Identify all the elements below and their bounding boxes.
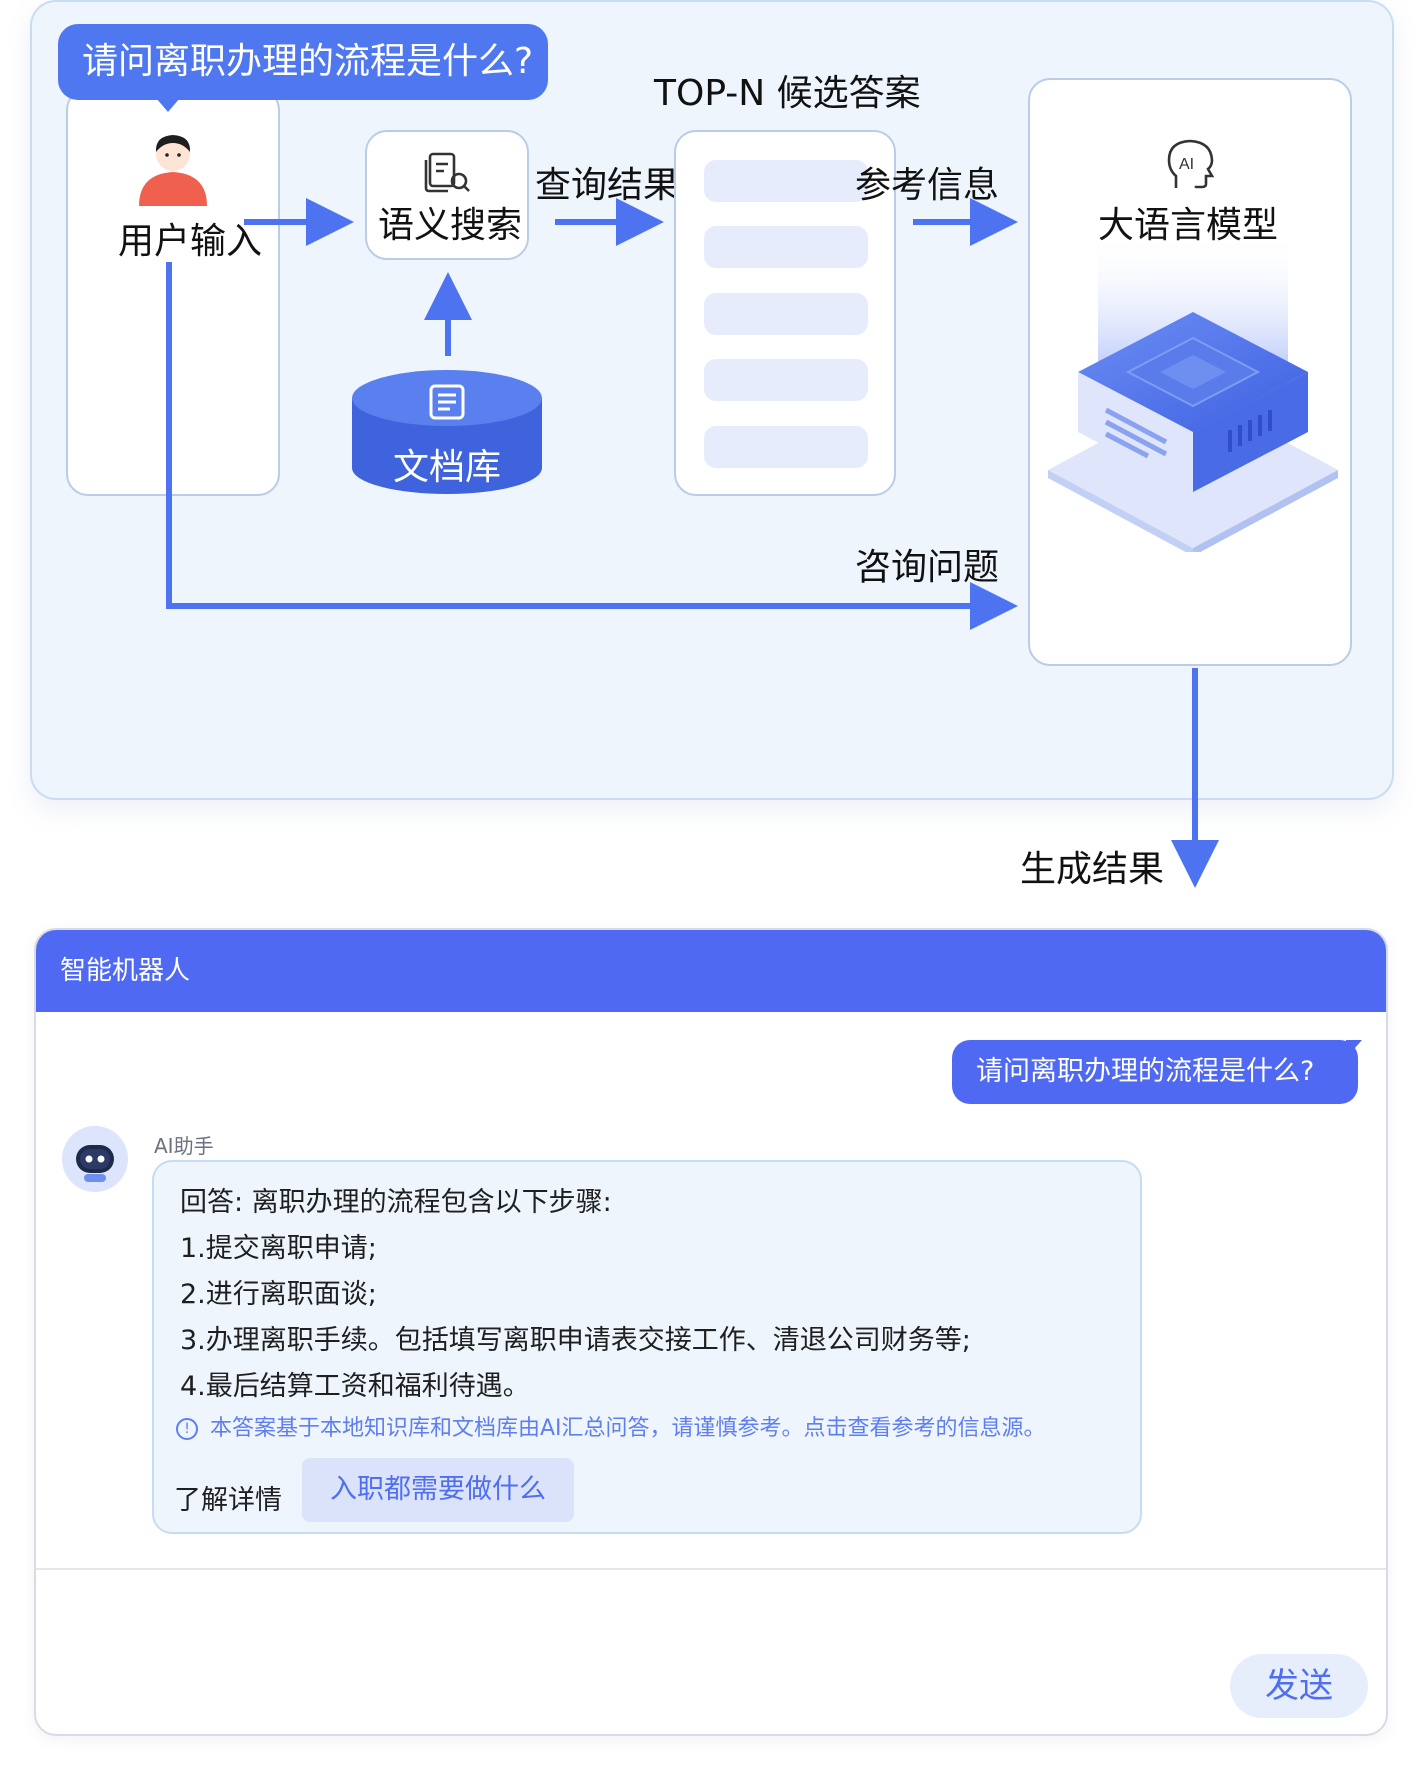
question-bubble-tail [156, 98, 180, 112]
consult-question-label: 咨询问题 [855, 547, 1000, 588]
suggestion-chip[interactable]: 入职都需要做什么 [302, 1458, 574, 1522]
assistant-name: AI助手 [154, 1134, 214, 1158]
chat-header: 智能机器人 [36, 930, 1386, 1012]
document-search-icon [424, 148, 472, 198]
answer-notice-text: 本答案基于本地知识库和文档库由AI汇总问答，请谨慎参考。点击查看参考的信息源。 [210, 1416, 1046, 1441]
message-input-area[interactable] [36, 1570, 1386, 1734]
answer-line-2: 2.进行离职面谈; [180, 1279, 377, 1310]
candidate-answer-3 [704, 293, 868, 335]
answer-bubble: 回答: 离职办理的流程包含以下步骤: 1.提交离职申请; 2.进行离职面谈; 3… [152, 1160, 1142, 1534]
answer-line-3: 3.办理离职手续。包括填写离职申请表交接工作、清退公司财务等; [180, 1325, 971, 1356]
user-input-label: 用户输入 [118, 221, 263, 262]
robot-avatar [62, 1126, 128, 1192]
arrow-input-to-llm [166, 262, 1018, 630]
flow-arrows [166, 198, 1219, 888]
chat-window: 智能机器人 请问离职办理的流程是什么? AI助手 回答: 离职办理的流程包含以下… [34, 928, 1388, 1736]
candidate-answer-1 [704, 160, 868, 202]
answer-line-4: 4.最后结算工资和福利待遇。 [180, 1371, 530, 1402]
generate-result-label: 生成结果 [1020, 849, 1165, 890]
top-n-label: TOP-N 候选答案 [654, 73, 921, 114]
answer-notice[interactable]: ! 本答案基于本地知识库和文档库由AI汇总问答，请谨慎参考。点击查看参考的信息源。 [176, 1410, 1046, 1442]
answer-line-1: 1.提交离职申请; [180, 1233, 377, 1264]
more-details-label: 了解详情 [174, 1485, 282, 1516]
ai-head-icon: AI [1166, 138, 1216, 194]
chat-title: 智能机器人 [60, 956, 191, 986]
user-message-tail [1346, 1040, 1362, 1058]
semantic-search-card [365, 130, 529, 260]
info-icon: ! [176, 1418, 198, 1440]
candidate-answer-5 [704, 426, 868, 468]
candidate-answer-4 [704, 359, 868, 401]
answer-line-intro: 回答: 离职办理的流程包含以下步骤: [180, 1187, 612, 1218]
semantic-search-label: 语义搜索 [378, 205, 523, 246]
llm-chip-illustration [1048, 232, 1338, 556]
document-database-label: 文档库 [392, 447, 501, 488]
send-button[interactable]: 发送 [1230, 1654, 1368, 1718]
ai-glyph: AI [1179, 156, 1194, 173]
candidate-answer-2 [704, 226, 868, 268]
user-person-icon [135, 128, 211, 212]
question-bubble: 请问离职办理的流程是什么? [58, 24, 548, 100]
user-message: 请问离职办理的流程是什么? [952, 1040, 1358, 1104]
document-icon [428, 383, 466, 425]
input-divider [36, 1568, 1386, 1570]
